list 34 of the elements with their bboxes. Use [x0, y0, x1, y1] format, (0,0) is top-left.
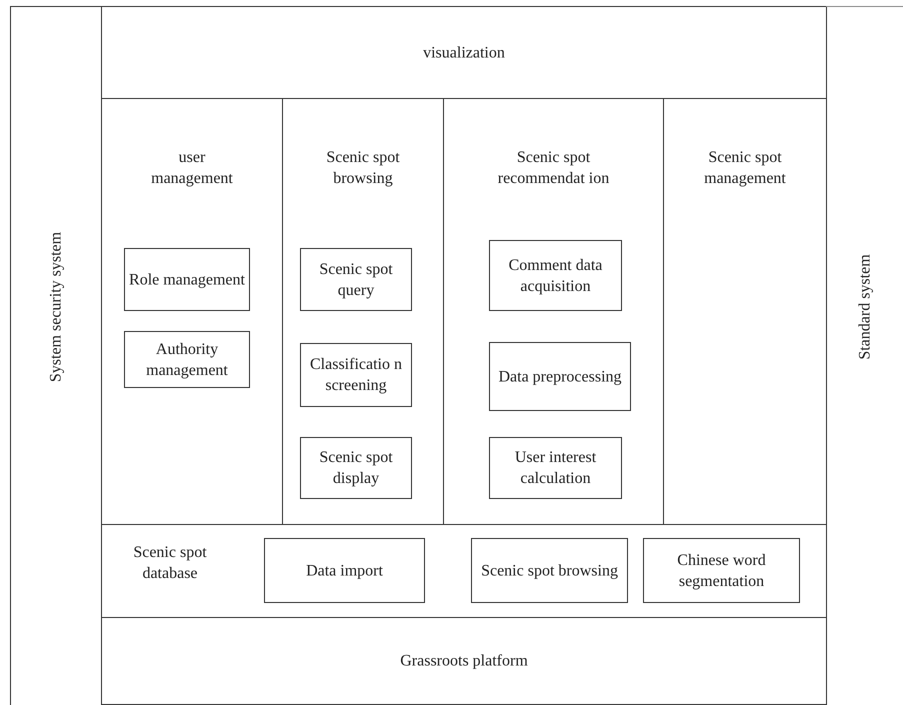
function-box	[300, 248, 412, 311]
function-box	[264, 538, 425, 603]
layer-band	[101, 617, 827, 705]
node-label: Scenic spot management	[703, 148, 787, 189]
function-box	[643, 538, 800, 603]
node-label: Scenic spot query	[318, 260, 394, 300]
node-label: Grassroots platform	[399, 652, 529, 672]
node-label: visualization	[422, 43, 506, 63]
node-label: Scenic spot recommendat ion	[496, 148, 610, 189]
node-label: Classificatio n screening	[309, 355, 403, 396]
function-box	[489, 437, 622, 499]
function-box	[489, 342, 631, 411]
node-label: Scenic spot database	[132, 543, 208, 584]
function-box	[471, 538, 628, 603]
node-label: Scenic spot browsing	[480, 561, 619, 581]
node-label: User interest calculation	[514, 448, 598, 489]
node-label: Standard system	[855, 254, 874, 360]
function-box	[300, 437, 412, 499]
node-label: Comment data acquisition	[508, 256, 604, 296]
layer-band	[101, 6, 827, 99]
node-label: System security system	[46, 232, 66, 382]
side-band	[10, 6, 102, 705]
function-box	[489, 240, 622, 311]
node-label: Chinese word segmentation	[676, 550, 767, 592]
node-label: Scenic spot display	[318, 448, 394, 489]
function-box	[300, 343, 412, 407]
node-label: Role management	[129, 270, 245, 290]
node-label: Data import	[305, 561, 384, 581]
node-label: Authority management	[145, 340, 229, 380]
function-box	[124, 331, 250, 388]
node-label: Data preprocessing	[497, 367, 623, 387]
function-box	[124, 248, 250, 311]
node-label: Scenic spot browsing	[325, 148, 401, 189]
node-label: user management	[150, 148, 234, 189]
